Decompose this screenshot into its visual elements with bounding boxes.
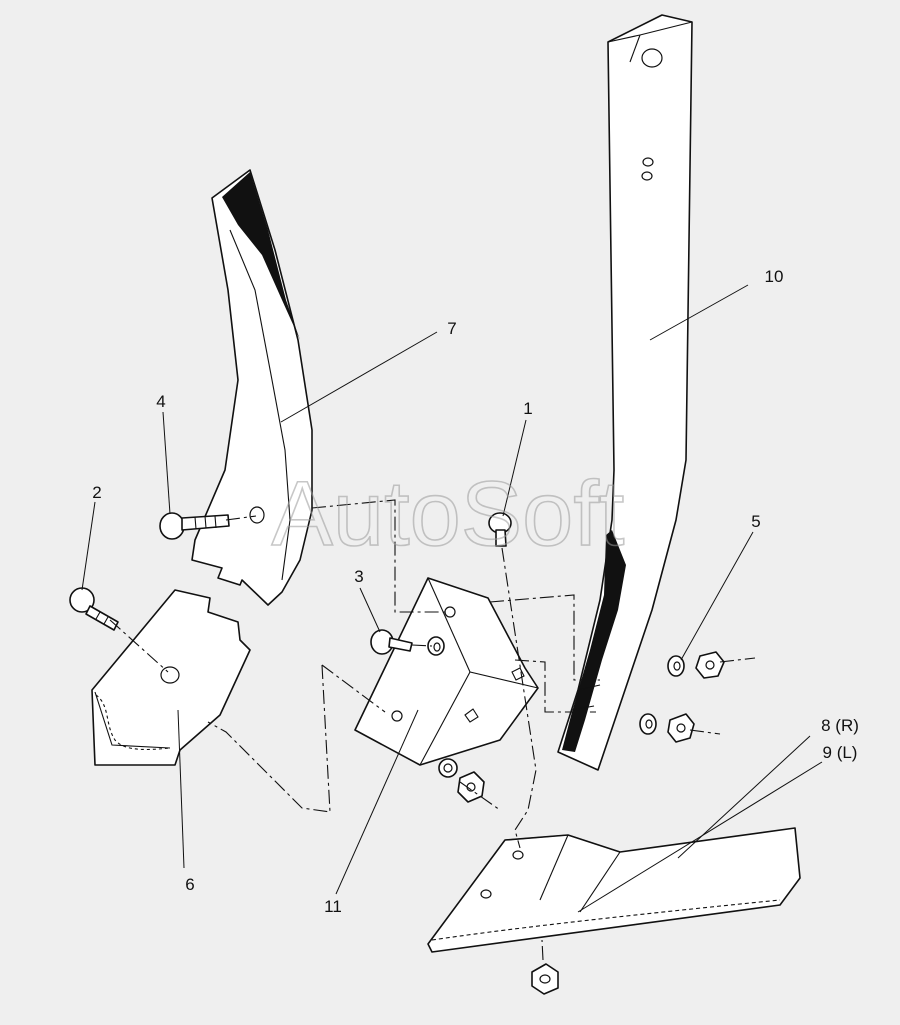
callout-3: 3: [354, 567, 363, 586]
callout-1: 1: [523, 399, 532, 418]
bracket-part: [354, 577, 539, 766]
washer-bracket: [427, 636, 445, 656]
moldboard-part: [191, 169, 313, 606]
nuts-washers-5: [639, 651, 725, 743]
callout-5: 5: [751, 512, 760, 531]
shank-part: [557, 14, 693, 771]
callout-2: 2: [92, 483, 101, 502]
bolt-2: [69, 587, 119, 631]
assembly-lines: [109, 499, 756, 961]
callout-7: 7: [447, 319, 456, 338]
nut-share: [531, 963, 559, 995]
point-part: [91, 589, 251, 766]
callout-labels: 1 2 3 4 5 6 7 8 (R) 9 (L) 10 11: [92, 267, 859, 916]
bolt-4: [159, 512, 230, 540]
nut-washer-bracket: [438, 758, 485, 803]
callout-6: 6: [185, 875, 194, 894]
callout-10: 10: [765, 267, 784, 286]
callout-9: 9 (L): [823, 743, 858, 762]
watermark-text: AutoSoft: [272, 463, 625, 565]
bolt-3: [370, 629, 413, 655]
leader-lines: [81, 284, 823, 913]
bolt-1: [488, 512, 512, 547]
callout-8: 8 (R): [821, 716, 859, 735]
callout-4: 4: [156, 392, 165, 411]
callout-11: 11: [324, 897, 342, 916]
